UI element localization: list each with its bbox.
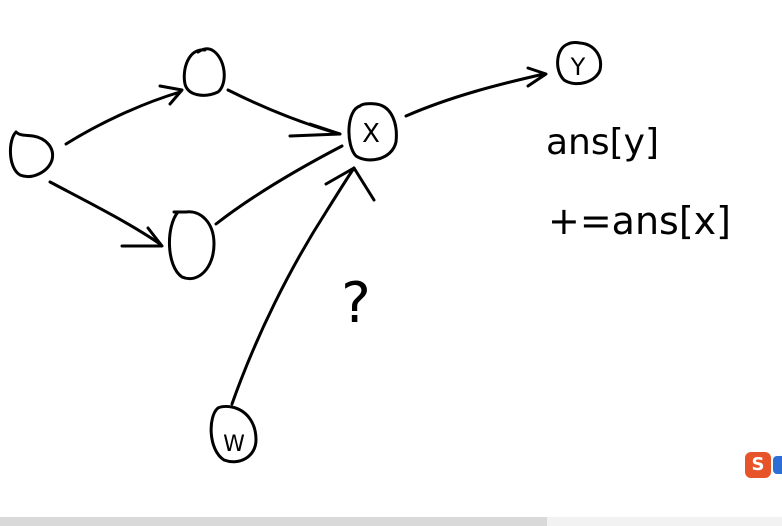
node-lower-middle — [167, 210, 216, 281]
node-upper-middle — [182, 47, 226, 97]
formula-line-2: +=ans[x] — [548, 199, 731, 243]
ime-logo-icon[interactable]: S — [745, 452, 771, 478]
arrowhead-source-to-upper — [158, 84, 184, 106]
arrowhead-w-to-x — [324, 166, 376, 202]
horizontal-scrollbar[interactable] — [0, 517, 547, 526]
question-mark: ? — [341, 271, 371, 336]
edge-source-to-lower — [48, 180, 162, 246]
node-y — [556, 41, 603, 86]
node-x — [347, 102, 398, 162]
arrowhead-source-to-lower — [120, 226, 164, 248]
node-x-label: X — [362, 119, 380, 149]
edge-x-to-y — [404, 72, 546, 118]
node-left-source — [9, 130, 55, 178]
node-y-label: Y — [570, 53, 586, 81]
ime-toolbar-edge[interactable] — [773, 456, 782, 474]
edge-lower-to-x — [214, 144, 344, 226]
edge-source-to-upper — [64, 90, 182, 146]
formula-line-1: ans[y] — [546, 122, 659, 163]
arrowhead-x-to-y — [526, 66, 548, 88]
node-w-label: W — [223, 432, 245, 457]
arrowhead-upper-to-x — [288, 122, 342, 138]
edge-w-to-x — [230, 166, 356, 406]
node-w — [209, 404, 258, 464]
scrollbar-track — [547, 517, 782, 526]
